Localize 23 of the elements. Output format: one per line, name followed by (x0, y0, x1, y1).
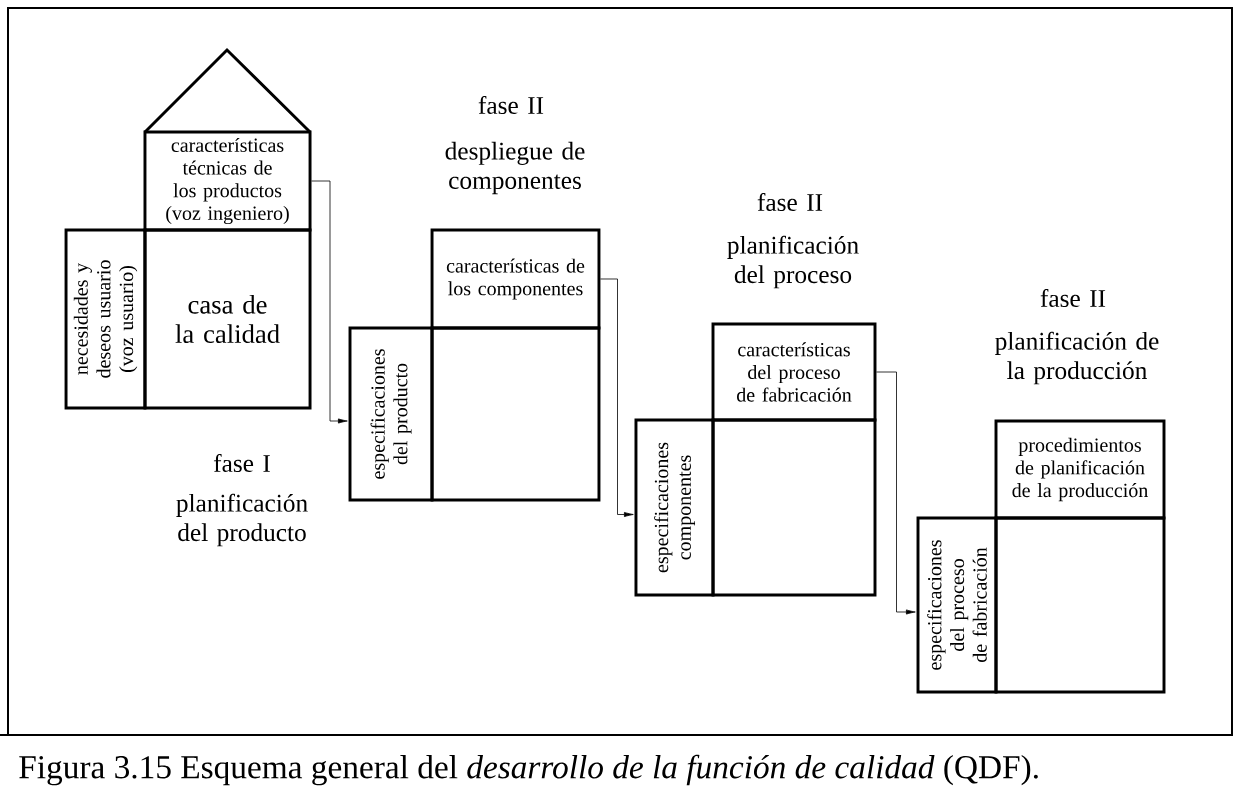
phase-label: planificación del proceso (727, 235, 859, 289)
header-box: características técnicas de los productos (voz ingeniero) (143, 130, 312, 232)
phase-label: despliegue de componentes (445, 141, 585, 195)
phase-label: fase I (213, 453, 270, 473)
phase-label: planificación del producto (176, 493, 308, 547)
header-box: características de los componentes (430, 228, 601, 330)
side-box: especificaciones del producto (348, 326, 434, 502)
matrix-box (711, 418, 877, 597)
matrix-box (994, 516, 1166, 694)
figure-caption: Figura 3.15 Esquema general del desarrollo de la función de calidad (QDF). (19, 754, 1038, 786)
phase-label: planificación de la producción (995, 331, 1159, 385)
matrix-box: casa de la calidad (143, 228, 312, 410)
side-box: especificaciones del proceso de fabricación (916, 516, 998, 694)
header-box: características del proceso de fabricación (711, 322, 877, 422)
arrow (876, 371, 916, 615)
phase-label: fase II (757, 192, 823, 212)
side-box: especificaciones componentes (634, 418, 715, 597)
phase-label: fase II (1040, 288, 1106, 308)
arrow (311, 180, 348, 424)
matrix-box (430, 326, 601, 502)
header-box: procedimientos de planificación de la producción (994, 419, 1166, 520)
phase-label: fase II (478, 95, 544, 115)
side-box: necesidades y deseos usuario (voz usuario) (64, 228, 147, 410)
